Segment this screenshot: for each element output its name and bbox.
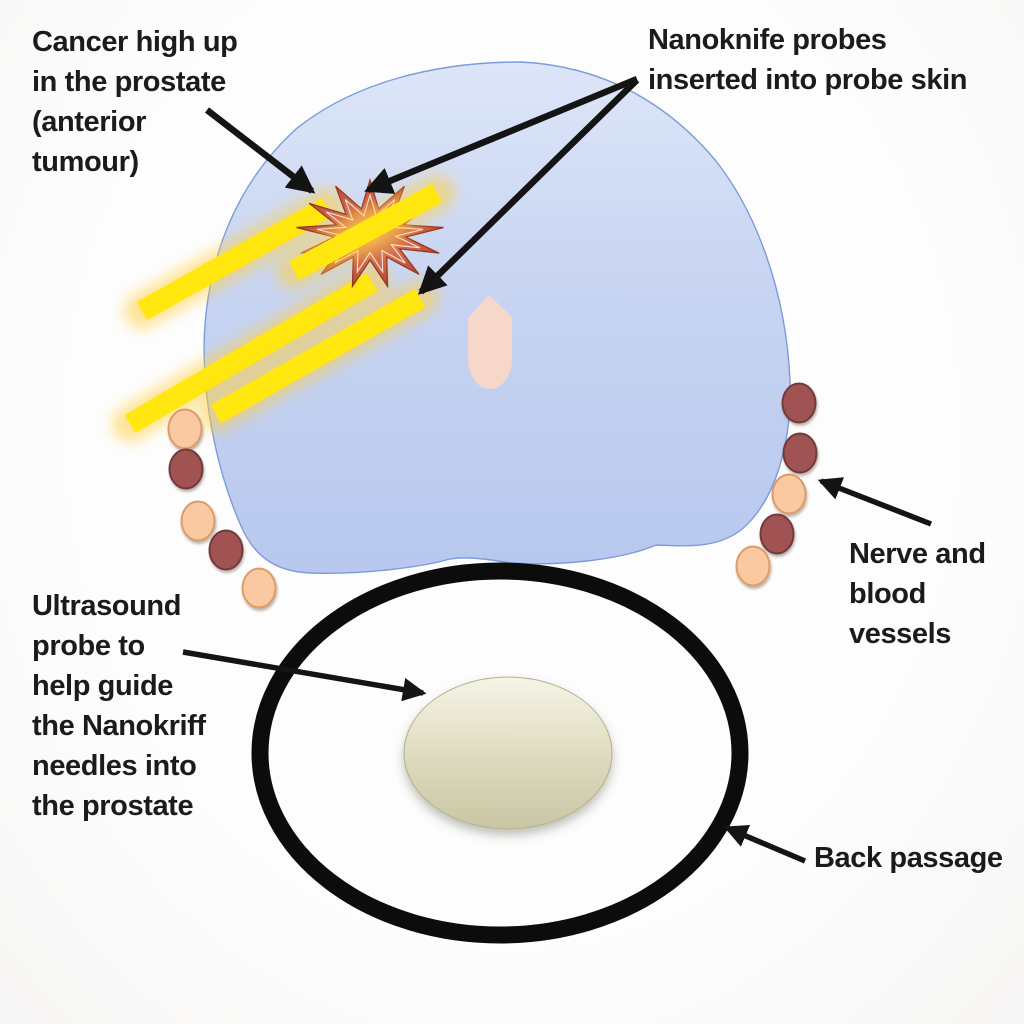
nerve-vessels-label: Nerve and blood vessels <box>849 538 986 650</box>
urethra-shape <box>468 295 512 389</box>
ultrasound-label: Ultrasound probe to help guide the Nanok… <box>32 590 206 822</box>
nanoknife-probe-3 <box>112 264 390 442</box>
back-passage-arrow <box>723 824 807 864</box>
ultrasound-arrow <box>182 649 427 702</box>
vessel-dot-dark <box>782 432 818 474</box>
cancer-arrow <box>205 107 316 194</box>
vessel-dot-dark <box>781 382 817 424</box>
nanoknife-probe-1 <box>124 189 345 329</box>
vessel-dot-peach <box>167 408 203 450</box>
nanoknife-probe-2 <box>276 175 455 289</box>
vessel-dot-peach <box>241 567 277 609</box>
vessel-dot-dark <box>759 513 795 555</box>
nanoknife-probe-4 <box>198 280 438 432</box>
vessel-dot-peach <box>180 500 216 542</box>
vessel-dots <box>167 382 818 609</box>
cancer-label: Cancer high up in the prostate (anterior… <box>32 26 238 178</box>
probe-arrow-lower <box>418 77 640 295</box>
nerve-arrow <box>817 477 933 527</box>
vessel-dot-dark <box>168 448 204 490</box>
back-passage-ring <box>251 562 749 944</box>
probe-arrow-upper <box>364 75 639 194</box>
vessel-dot-dark <box>208 529 244 571</box>
vessel-dot-peach <box>771 473 807 515</box>
ultrasound-probe-head <box>403 676 613 830</box>
vessel-dot-peach <box>735 545 771 587</box>
back-passage-label: Back passage <box>814 842 1003 874</box>
nanoknife-probes-label: Nanoknife probes inserted into probe ski… <box>648 24 968 96</box>
